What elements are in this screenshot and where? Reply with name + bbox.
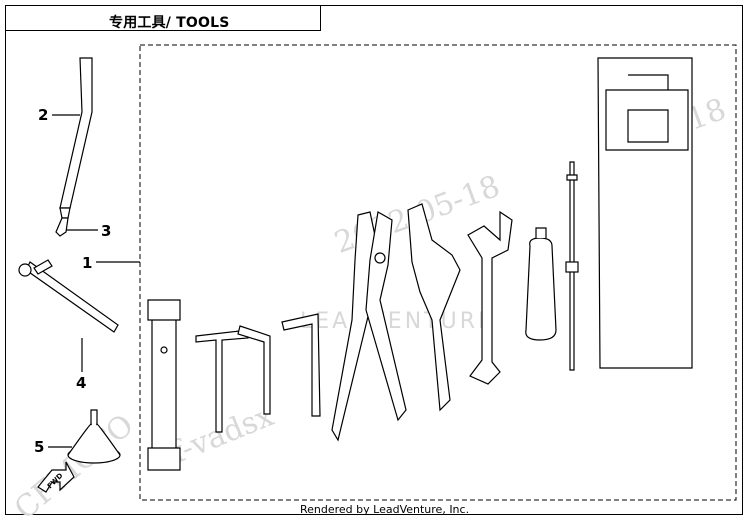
screwdriver-handle (525, 237, 557, 341)
bent-tube (59, 57, 93, 209)
footer-credit: Rendered by LeadVenture, Inc. (300, 503, 470, 516)
tool-bag-strap (628, 74, 669, 90)
callout-5: 5 (34, 438, 45, 456)
pliers-pivot (374, 252, 386, 264)
screwdriver-collar (566, 174, 578, 181)
socket-wrench-bottom (147, 447, 181, 471)
tire-gauge-clip (33, 259, 53, 275)
tool-bag-pocket (627, 109, 669, 143)
kit-boundary (139, 44, 737, 501)
hex-key-large (195, 329, 249, 433)
pliers-right-handle (365, 211, 407, 422)
title-box: 专用工具/ TOOLS (5, 5, 321, 31)
diagram-title: 专用工具/ TOOLS (109, 15, 230, 31)
screwdriver-grip-band (565, 261, 579, 273)
callout-1: 1 (82, 254, 93, 272)
nozzle-tip (59, 207, 71, 219)
pliers-left-handle (331, 211, 379, 442)
socket-wrench-tube (151, 311, 177, 458)
callout-4: 4 (76, 374, 87, 392)
adjustable-wrench (407, 203, 461, 412)
nozzle-point (55, 217, 69, 237)
fwd-arrow-icon (37, 461, 75, 493)
watermark-leadventure: LEADVENTURE (300, 309, 495, 334)
screwdriver-ferrule (535, 227, 547, 238)
hex-key-medium (237, 325, 271, 415)
open-end-wrench (467, 210, 513, 385)
diagram-frame (5, 5, 743, 515)
tire-gauge-head (18, 263, 32, 277)
funnel-cone (67, 409, 121, 456)
hex-key-small (281, 313, 321, 417)
callout-2: 2 (38, 106, 49, 124)
socket-hole (160, 346, 168, 354)
socket-wrench-top (147, 299, 181, 321)
callout-3: 3 (101, 222, 112, 240)
